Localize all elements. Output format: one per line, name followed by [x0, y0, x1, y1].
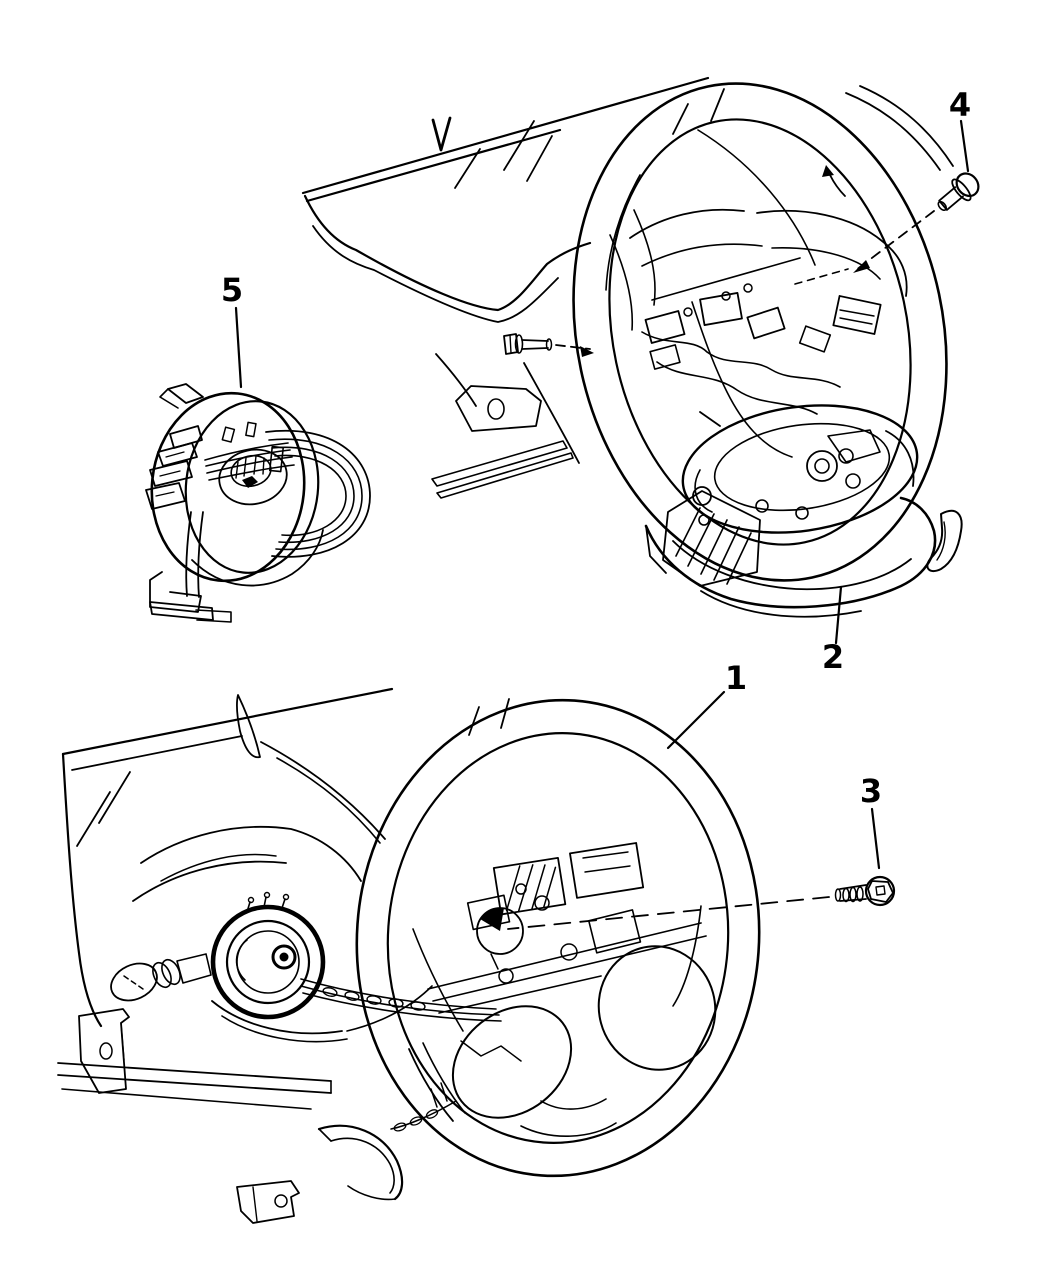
callout-5-label: 5 [220, 271, 244, 309]
callout-5-leader [234, 306, 243, 389]
callout-4-leader [959, 119, 970, 173]
callout-4-label: 4 [948, 86, 972, 124]
small-screw-drawing [503, 333, 594, 357]
callout-1-label: 1 [724, 659, 748, 697]
clockspring-drawing [145, 383, 371, 623]
callout-3-leader [870, 807, 881, 870]
callout-2-label: 2 [821, 638, 845, 676]
upper-bolt-drawing [822, 165, 980, 273]
callout-leader-lines [234, 119, 970, 870]
upper-assembly-drawing [301, 76, 963, 618]
callout-3-label: 3 [859, 772, 883, 810]
callout-2-leader [834, 585, 843, 645]
lower-assembly-drawing [57, 687, 761, 1224]
lower-bolt-drawing [507, 875, 896, 930]
callout-1-leader [666, 690, 726, 750]
